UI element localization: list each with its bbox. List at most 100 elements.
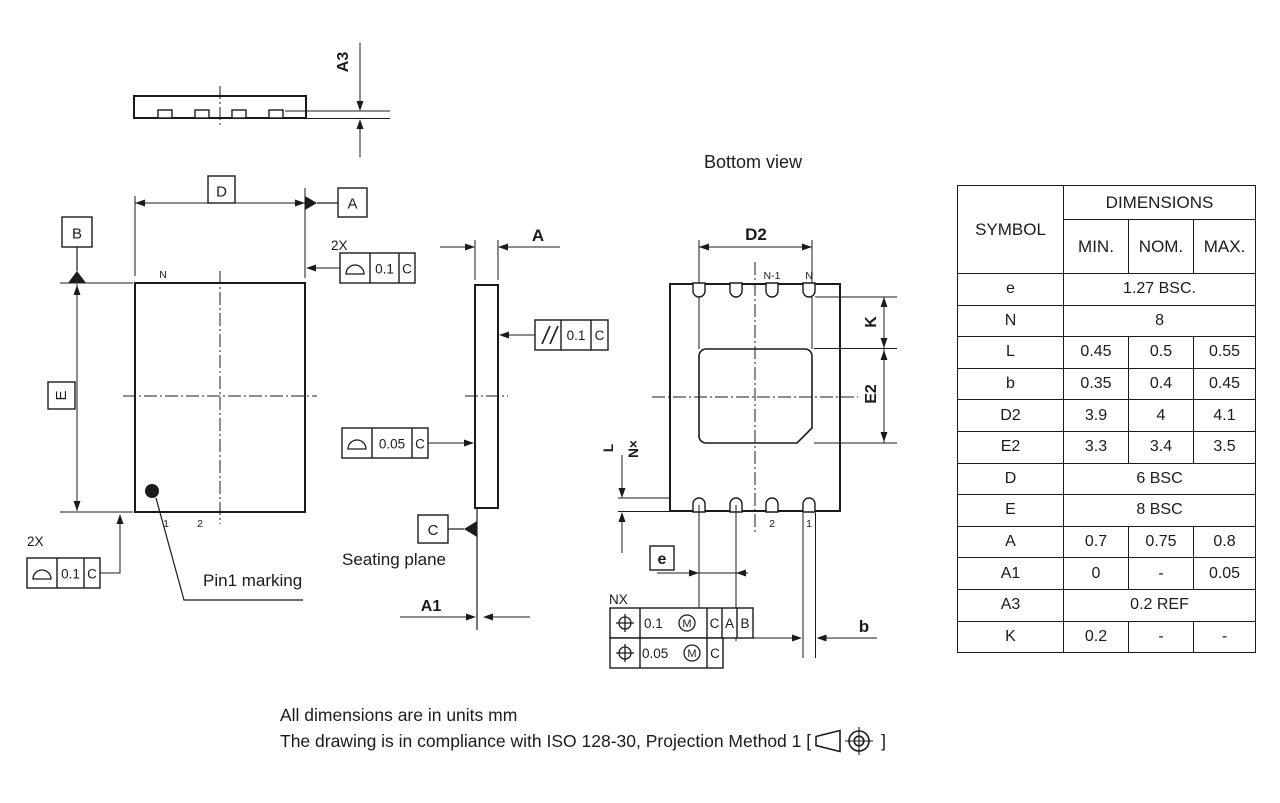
arrowhead	[880, 350, 888, 360]
min-cell: 0.45	[1063, 336, 1129, 369]
count-label: 2X	[27, 534, 44, 549]
bottom-view: Bottom view N-1 N 2 1	[601, 152, 897, 669]
symbol-cell: D	[957, 462, 1064, 496]
table-row: A3 0.2 REF	[957, 588, 1257, 622]
arrowhead	[618, 488, 626, 498]
table-row: D 6 BSC	[957, 462, 1257, 496]
fcf-datum: C	[402, 262, 412, 277]
top-view: N 1 2 Pin1 marking D A 2X 0.1 C	[26, 175, 416, 601]
fcf-datum: C	[415, 437, 425, 452]
symbol-cell: N	[957, 304, 1064, 338]
fcf-profile-top: 0.1 C	[306, 252, 416, 284]
dim-label-b: b	[859, 617, 869, 636]
table-row: A1 0 - 0.05	[957, 557, 1257, 590]
arrowhead	[689, 569, 699, 577]
fcf-value: 0.05	[379, 437, 405, 452]
dim-label-a1: A1	[421, 598, 442, 615]
arrowhead	[792, 634, 802, 642]
symbol-cell: b	[957, 367, 1064, 401]
table-row: L 0.45 0.5 0.55	[957, 336, 1257, 369]
col-header-symbol: SYMBOL	[957, 185, 1064, 274]
value-cell: 1.27 BSC.	[1062, 273, 1257, 306]
note-units: All dimensions are in units mm	[280, 702, 886, 728]
exposed-pad	[698, 348, 813, 444]
pin-n1-label: N-1	[764, 270, 781, 282]
fcf-frame	[26, 557, 101, 589]
datum-label-a: A	[347, 196, 357, 213]
col-header-nom: NOM.	[1128, 219, 1194, 274]
dim-label-e: E	[53, 390, 70, 400]
arrowhead	[802, 243, 812, 251]
arrowhead	[306, 264, 316, 272]
lead-pads-side	[157, 109, 284, 119]
nom-cell: -	[1128, 557, 1194, 590]
value-cell: 8 BSC	[1062, 494, 1257, 527]
datum-triangle-a	[305, 196, 317, 210]
note-units-text: All dimensions are in units mm	[280, 705, 518, 725]
pin-1-label: 1	[806, 518, 812, 530]
dim-label-a3: A3	[335, 52, 352, 73]
min-cell: 3.3	[1063, 430, 1129, 464]
mmc-icon	[678, 614, 696, 632]
profile-surface-icon	[345, 264, 365, 275]
fcf-value: 0.05	[642, 646, 668, 661]
leader-line	[155, 497, 303, 601]
dim-label-d2: D2	[745, 225, 767, 244]
lead-slot	[802, 497, 816, 513]
symbol-cell: e	[957, 273, 1064, 306]
lead-pad	[157, 109, 173, 119]
nom-cell: 4	[1128, 399, 1194, 432]
arrowhead	[880, 338, 888, 348]
max-cell: 0.8	[1192, 525, 1257, 559]
symbol-cell: A3	[957, 588, 1064, 622]
lead-slot	[729, 282, 743, 298]
arrowhead	[356, 101, 364, 111]
position-icon	[616, 614, 634, 632]
min-cell: 0.35	[1063, 367, 1129, 401]
table-row: N 8	[957, 304, 1257, 338]
fcf-datum: C	[595, 328, 605, 343]
parallelism-icon	[549, 325, 559, 345]
lead-slot	[765, 497, 779, 513]
dim-label-k: K	[863, 316, 880, 328]
nom-cell: 0.4	[1128, 367, 1194, 401]
datum-triangle-c	[464, 521, 477, 537]
parallelism-icon	[541, 325, 551, 345]
arrowhead	[295, 199, 305, 207]
datum-label-c: C	[428, 522, 439, 539]
max-cell: 0.45	[1192, 367, 1257, 401]
max-cell: -	[1192, 620, 1257, 654]
table-row: b 0.35 0.4 0.45	[957, 367, 1257, 401]
symbol-cell: A1	[957, 557, 1064, 590]
fcf-frame	[534, 319, 609, 351]
dim-label-nx: N×	[626, 440, 641, 458]
min-cell: 0.7	[1063, 525, 1129, 559]
arrowhead	[464, 439, 474, 447]
lead-pad	[194, 109, 210, 119]
symbol-cell: E	[957, 494, 1064, 527]
pin-1-label: 1	[163, 518, 169, 530]
note-compliance: The drawing is in compliance with ISO 12…	[280, 727, 886, 755]
fcf-position-1: 0.1 M C A B	[609, 607, 754, 639]
min-cell: 0.2	[1063, 620, 1129, 654]
min-cell: 0	[1063, 557, 1129, 590]
nom-cell: 3.4	[1128, 430, 1194, 464]
fcf-value: 0.1	[644, 616, 663, 631]
nom-cell: 0.5	[1128, 336, 1194, 369]
symbol-cell: D2	[957, 399, 1064, 432]
value-cell: 0.2 REF	[1062, 588, 1257, 622]
bottom-view-title: Bottom view	[704, 152, 803, 172]
table-row: A 0.7 0.75 0.8	[957, 525, 1257, 559]
col-header-max: MAX.	[1192, 219, 1257, 274]
side-view-front: A 0.1 C 0.05 C C Se	[341, 226, 609, 630]
datum-label-b: B	[72, 226, 82, 243]
col-header-min: MIN.	[1063, 219, 1129, 274]
note-compliance-bracket: ]	[881, 731, 886, 751]
mmc-letter: M	[682, 618, 691, 630]
fcf-parallelism: 0.1 C	[499, 319, 609, 351]
fcf-datum: B	[740, 616, 749, 631]
basic-dim-box	[649, 545, 675, 571]
basic-dim-box	[207, 175, 236, 204]
